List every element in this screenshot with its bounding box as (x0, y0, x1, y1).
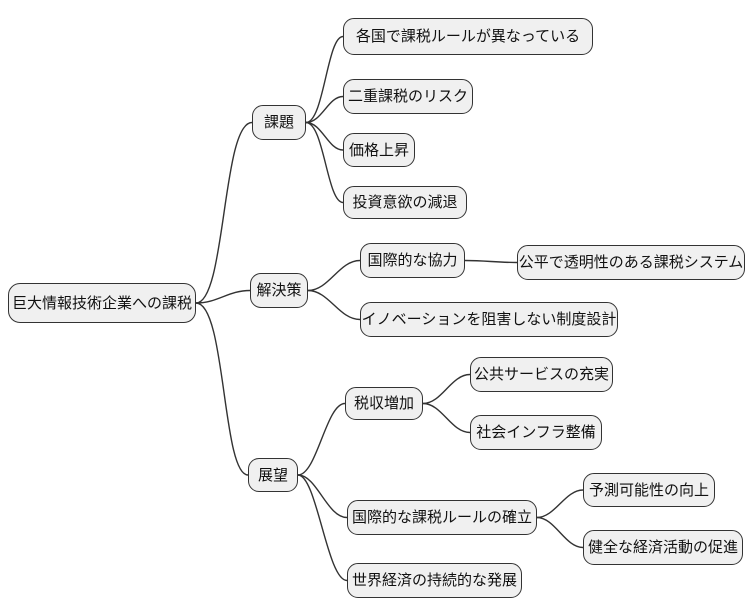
edge-taxrules-sound-economy (536, 516, 584, 549)
node-root: 巨大情報技術企業への課税 (8, 283, 196, 323)
edge-outlook-world-economy (297, 474, 348, 582)
node-issue-different-rules: 各国で課税ルールが異なっている (343, 18, 593, 55)
node-issue-investment-decline: 投資意欲の減退 (343, 186, 467, 219)
node-issues: 課題 (252, 105, 306, 140)
edge-outlook-tax-rules (297, 474, 348, 519)
edge-root-issues (195, 121, 253, 304)
node-innovation-friendly-design: イノベーションを阻害しない制度設計 (360, 302, 618, 337)
edge-solutions-innovation (307, 289, 361, 321)
edge-revenue-public-services (422, 373, 471, 405)
node-issue-price-increase: 価格上昇 (343, 133, 415, 167)
node-world-economy-development: 世界経済の持続的な発展 (347, 563, 522, 598)
edge-taxrules-predictability (536, 489, 584, 519)
node-sound-economic-activity: 健全な経済活動の促進 (583, 530, 743, 565)
edge-issues-price (305, 121, 344, 151)
edge-root-solutions (195, 289, 251, 304)
edge-issues-double-tax (305, 95, 344, 124)
node-predictability: 予測可能性の向上 (583, 473, 715, 507)
edge-outlook-revenue (297, 402, 346, 476)
edge-issues-investment (305, 121, 344, 204)
edge-cooperation-fair-system (464, 259, 518, 264)
edge-solutions-cooperation (307, 259, 361, 292)
node-social-infrastructure: 社会インフラ整備 (470, 415, 602, 450)
node-solutions: 解決策 (250, 273, 308, 308)
node-international-cooperation: 国際的な協力 (360, 243, 465, 278)
node-outlook: 展望 (248, 458, 298, 492)
edge-root-outlook (195, 302, 249, 476)
edge-issues-rules (305, 35, 344, 124)
node-public-services: 公共サービスの充実 (470, 357, 613, 392)
node-tax-revenue-increase: 税収増加 (345, 387, 423, 420)
node-international-tax-rules: 国際的な課税ルールの確立 (347, 500, 537, 535)
node-issue-double-taxation: 二重課税のリスク (343, 79, 473, 114)
edge-revenue-infrastructure (422, 402, 471, 434)
node-fair-transparent-tax-system: 公平で透明性のある課税システム (517, 245, 745, 280)
